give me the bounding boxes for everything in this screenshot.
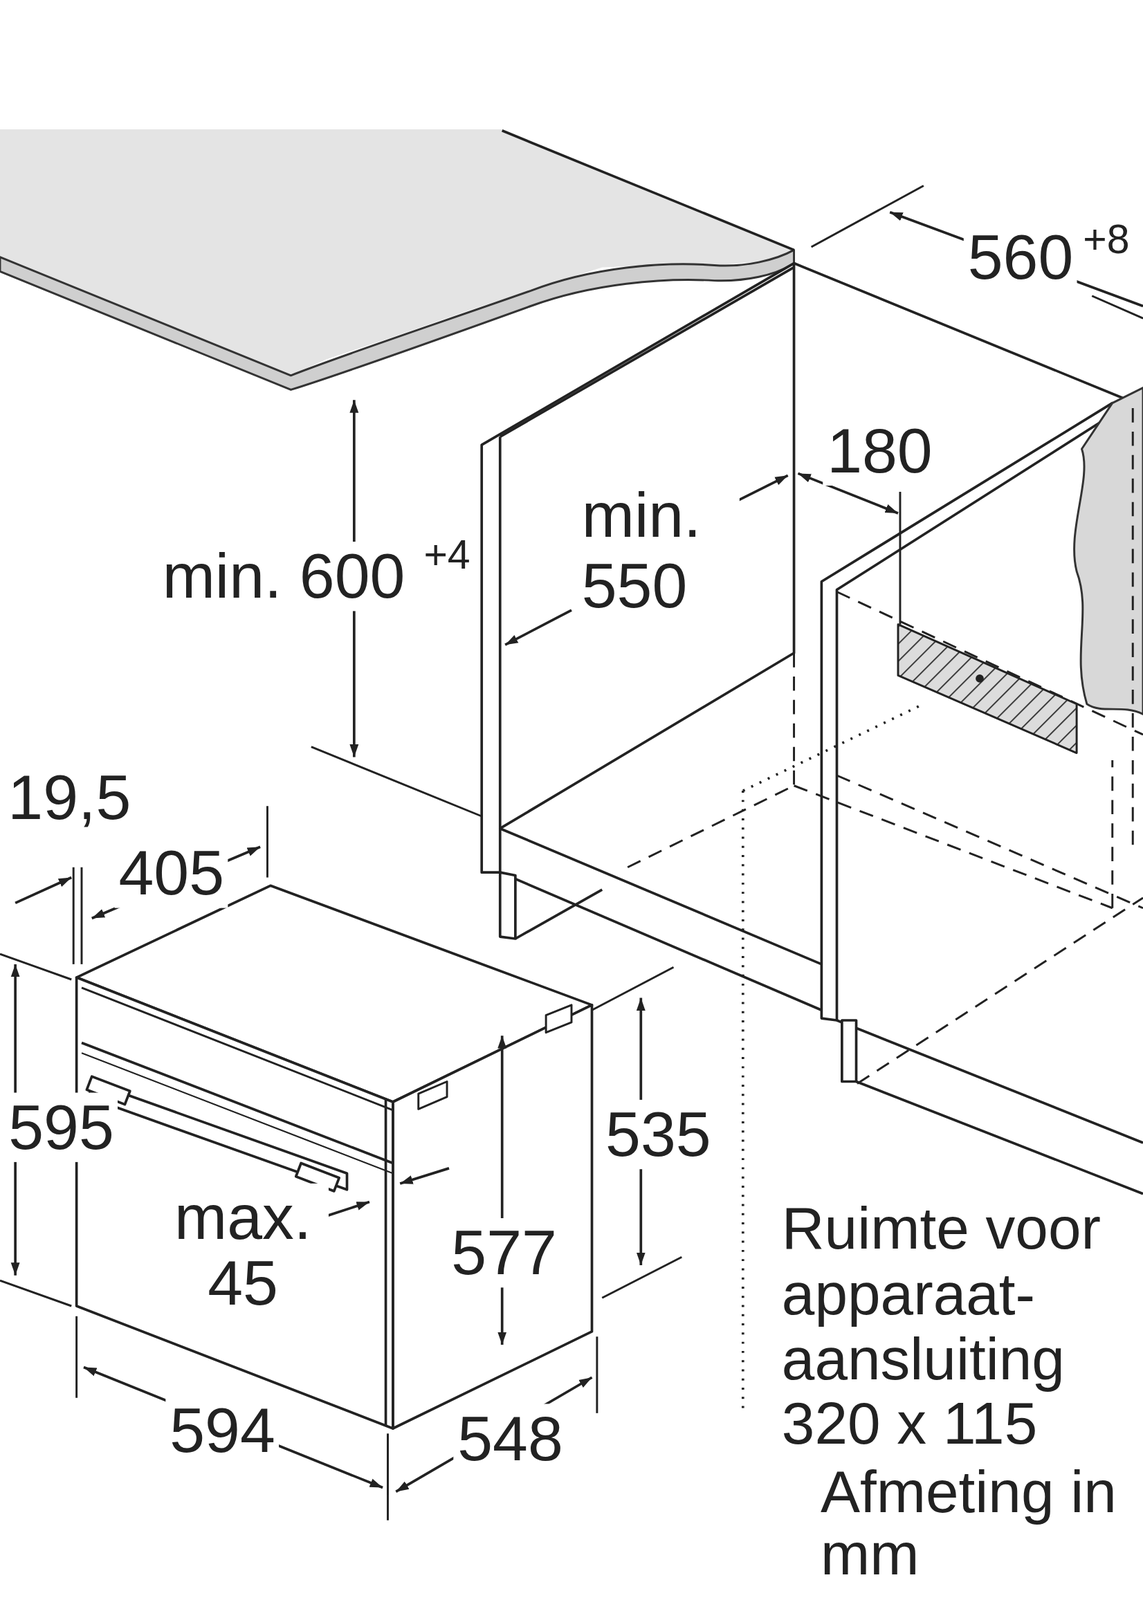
oven xyxy=(76,885,593,1429)
dimension-text: 19,5 xyxy=(3,763,135,834)
dimension-text: min. 600 xyxy=(158,541,410,612)
dimension-text: 595 xyxy=(4,1093,118,1164)
dimension-text: 405 xyxy=(114,838,229,909)
connection-area xyxy=(898,624,1077,754)
dimension-lines xyxy=(0,212,1143,1521)
note-text: Ruimte voor apparaat- aansluiting 320 x … xyxy=(777,1196,1139,1457)
extension-line xyxy=(1091,296,1143,319)
niche-floor xyxy=(500,828,822,1011)
cabinet-right-panel xyxy=(821,388,1143,1195)
dimension-text: 594 xyxy=(165,1396,279,1467)
connection-dot xyxy=(975,674,984,683)
dimension-text: min. 550 xyxy=(577,479,739,622)
note-text: Afmeting in mm xyxy=(816,1461,1139,1586)
dimension-text: 535 xyxy=(601,1100,715,1170)
tolerance-text: +8 xyxy=(1078,216,1134,262)
dimension-text: 180 xyxy=(822,416,937,487)
tolerance-text: +4 xyxy=(419,531,475,577)
extension-line xyxy=(811,185,924,248)
dimension-text: max. 45 xyxy=(157,1183,329,1317)
dimension-text: 577 xyxy=(446,1218,561,1289)
dimension-text: 548 xyxy=(453,1403,567,1474)
dimension-text: 560 xyxy=(963,222,1078,292)
extension-line xyxy=(898,491,901,625)
cabinet-left-panel xyxy=(481,263,794,874)
